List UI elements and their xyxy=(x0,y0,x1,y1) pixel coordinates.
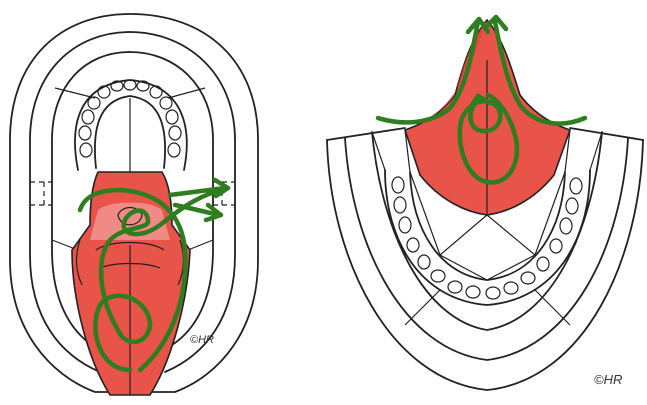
left-divider-upper-right xyxy=(168,88,205,98)
left-copyright-mark: ©HR xyxy=(190,334,214,346)
left-figure xyxy=(10,14,258,395)
upper-dental-arch-outer xyxy=(75,80,187,170)
right-copyright-mark: ©HR xyxy=(594,372,622,387)
left-divider-lower-right xyxy=(188,240,213,250)
left-dashed-left xyxy=(30,182,52,205)
left-green-arrow-upper xyxy=(170,180,228,196)
right-figure xyxy=(327,17,643,390)
left-green-arrow-lower xyxy=(175,205,221,220)
